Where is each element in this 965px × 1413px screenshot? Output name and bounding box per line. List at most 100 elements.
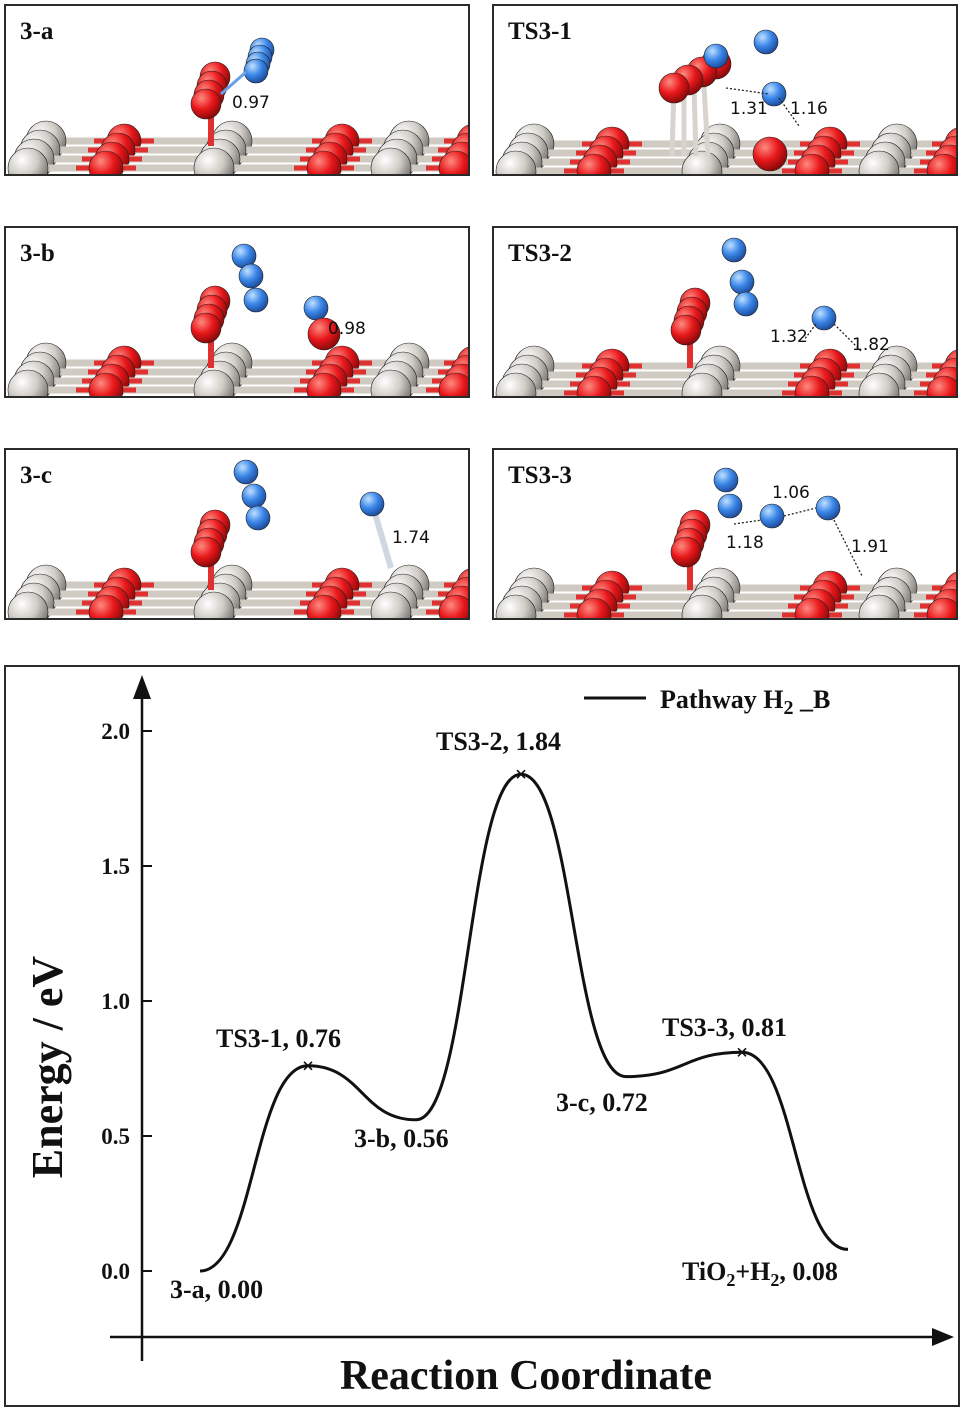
y-tick-label: 1.0: [101, 989, 130, 1014]
structure-panel-3a: 0.97 3-a: [4, 4, 470, 176]
distance-label: 1.91: [851, 537, 889, 557]
bond: [701, 85, 711, 157]
structure-panel-3c: 1.74 3-c: [4, 448, 470, 620]
hydrogen-atom: [233, 459, 259, 485]
x-axis-title: Reaction Coordinate: [340, 1353, 712, 1399]
structure-3b-svg: 0.98: [7, 243, 468, 396]
bond: [371, 509, 394, 569]
titanium-atom: [495, 372, 537, 396]
y-tick-label: 2.0: [101, 719, 130, 744]
hydrogen-atom: [717, 493, 743, 519]
y-axis-title: Energy / eV: [23, 956, 72, 1179]
panel-label: TS3-2: [508, 240, 572, 267]
oxygen-atom: [306, 372, 342, 396]
point-label: TS3-2, 1.84: [436, 727, 561, 756]
oxygen-atom: [190, 88, 222, 120]
titanium-atom: [858, 594, 900, 618]
point-label: TS3-1, 0.76: [216, 1024, 341, 1053]
hydrogen-atom: [245, 505, 271, 531]
panel-label: TS3-3: [508, 462, 572, 489]
oxygen-atom: [190, 312, 222, 344]
titanium-atom: [858, 150, 900, 174]
y-axis-arrow: [133, 675, 151, 699]
distance-line: [783, 507, 817, 517]
structure-panel-ts3-3: 1.06 1.18 1.91 TS3-3: [492, 448, 958, 620]
point-marker: [516, 769, 526, 779]
titanium-atom: [681, 150, 723, 174]
panel-label: TS3-1: [508, 18, 572, 45]
titanium-atom: [370, 591, 412, 618]
oxygen-atom: [658, 72, 690, 104]
structure-ts3-2-svg: 1.32 1.82: [495, 237, 956, 396]
oxygen-atom: [190, 536, 222, 568]
point-label: TS3-3, 0.81: [662, 1013, 787, 1042]
oxygen-atom: [88, 372, 124, 396]
oxygen-atom: [306, 150, 342, 174]
point-label: TiO2+H2, 0.08: [682, 1257, 838, 1290]
point-label-part: TiO: [682, 1257, 726, 1286]
y-tick-label: 0.5: [101, 1124, 130, 1149]
x-axis-arrow: [932, 1328, 954, 1346]
distance-line: [833, 323, 863, 353]
hydrogen-atom: [703, 43, 729, 69]
hydrogen-atom: [759, 503, 785, 529]
point-marker: [303, 1061, 313, 1071]
oxygen-atom: [794, 153, 830, 174]
distance-label: 1.06: [772, 483, 810, 503]
oxygen-atom: [794, 375, 830, 396]
oxygen-atom: [576, 597, 612, 618]
legend-subscript: 2: [784, 697, 794, 719]
hydrogen-atom: [721, 237, 747, 263]
titanium-atom: [7, 591, 49, 618]
titanium-atom: [7, 369, 49, 396]
distance-label: 1.82: [852, 335, 890, 355]
legend-suffix: _B: [794, 685, 831, 714]
distance-line: [725, 87, 770, 95]
legend-text: Pathway H: [660, 685, 784, 714]
structure-3a-svg: 0.97: [7, 37, 468, 174]
titanium-atom: [858, 372, 900, 396]
legend-label: Pathway H2 _B: [660, 685, 830, 719]
distance-label: 1.18: [726, 533, 764, 553]
hydrogen-atom: [733, 291, 759, 317]
structure-ts3-3-svg: 1.06 1.18 1.91: [495, 467, 956, 618]
distance-label: 1.74: [392, 528, 430, 548]
structure-panel-3b: 0.98 3-b: [4, 226, 470, 398]
titanium-atom: [370, 369, 412, 396]
distance-label: 0.97: [232, 93, 270, 113]
oxygen-atom: [926, 597, 956, 618]
hydrogen-atom: [729, 269, 755, 295]
hydrogen-atom: [359, 491, 385, 517]
oxygen-atom: [438, 150, 468, 174]
oxygen-atom: [794, 597, 830, 618]
distance-label: 1.32: [770, 327, 808, 347]
distance-line: [778, 97, 800, 127]
y-tick-label: 0.0: [101, 1259, 130, 1284]
oxygen-atom: [670, 314, 702, 346]
oxygen-atom: [88, 594, 124, 618]
point-label-part: +H: [735, 1257, 770, 1286]
titanium-atom: [495, 594, 537, 618]
point-label-part: , 0.08: [779, 1257, 838, 1286]
titanium-atom: [495, 150, 537, 174]
hydrogen-atom: [243, 58, 269, 84]
titanium-atom: [193, 369, 235, 396]
oxygen-atom: [576, 375, 612, 396]
panel-label: 3-a: [20, 18, 54, 45]
structure-3c-svg: 1.74: [7, 459, 468, 618]
panel-label: 3-c: [20, 462, 52, 489]
hydrogen-atom: [753, 29, 779, 55]
titanium-atom: [193, 591, 235, 618]
distance-label: 1.31: [730, 99, 768, 119]
oxygen-atom: [752, 136, 788, 172]
titanium-atom: [370, 147, 412, 174]
hydrogen-atom: [713, 467, 739, 493]
oxygen-atom: [926, 375, 956, 396]
oxygen-atom: [307, 317, 341, 351]
hydrogen-atom: [811, 305, 837, 331]
structure-panel-ts3-2: 1.32 1.82 TS3-2: [492, 226, 958, 398]
hydrogen-atom: [241, 483, 267, 509]
